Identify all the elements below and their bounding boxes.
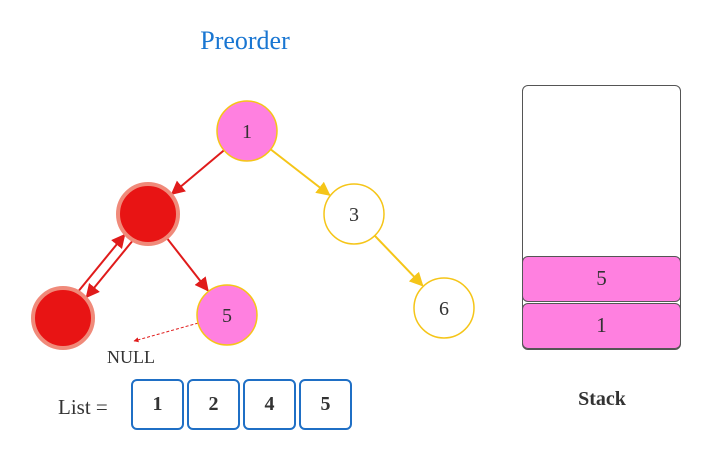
edge-n4-n2 — [77, 233, 126, 293]
diagram-title: Preorder — [200, 26, 290, 55]
tree-node-n4 — [31, 286, 95, 350]
edge-n1-n2 — [170, 149, 225, 195]
null-label: NULL — [107, 347, 155, 367]
tree-node-n5: 5 — [196, 284, 258, 346]
tree-node-circle — [116, 182, 180, 246]
tree-node-n2 — [116, 182, 180, 246]
list-cell-1: 1 — [131, 379, 184, 430]
edge-n1-n3 — [270, 148, 331, 196]
edges-layer — [77, 148, 424, 343]
tree-node-label: 5 — [222, 305, 232, 327]
tree-node-label: 6 — [439, 298, 449, 320]
tree-node-circle — [31, 286, 95, 350]
tree-node-n6: 6 — [413, 277, 475, 339]
tree-node-n1: 1 — [216, 100, 278, 162]
edge-n3-n6 — [374, 234, 424, 287]
edge-n2-n4 — [85, 239, 134, 299]
tree-node-circle — [413, 277, 475, 339]
tree-node-circle — [196, 284, 258, 346]
list-cell-2: 2 — [187, 379, 240, 430]
nodes-layer: 1 3 5 6 — [31, 100, 475, 350]
edge-n5-null — [133, 322, 199, 343]
tree-node-circle — [216, 100, 278, 162]
list-label: List = — [58, 395, 108, 419]
stack-item-bottom: 1 — [522, 303, 681, 349]
edge-n2-n5 — [165, 237, 209, 292]
list-cell-4: 5 — [299, 379, 352, 430]
list-cell-3: 4 — [243, 379, 296, 430]
tree-node-circle — [323, 183, 385, 245]
stack-item-top: 5 — [522, 256, 681, 302]
tree-node-label: 1 — [242, 121, 252, 143]
stack-label: Stack — [578, 388, 626, 410]
tree-node-label: 3 — [349, 204, 359, 226]
tree-node-n3: 3 — [323, 183, 385, 245]
